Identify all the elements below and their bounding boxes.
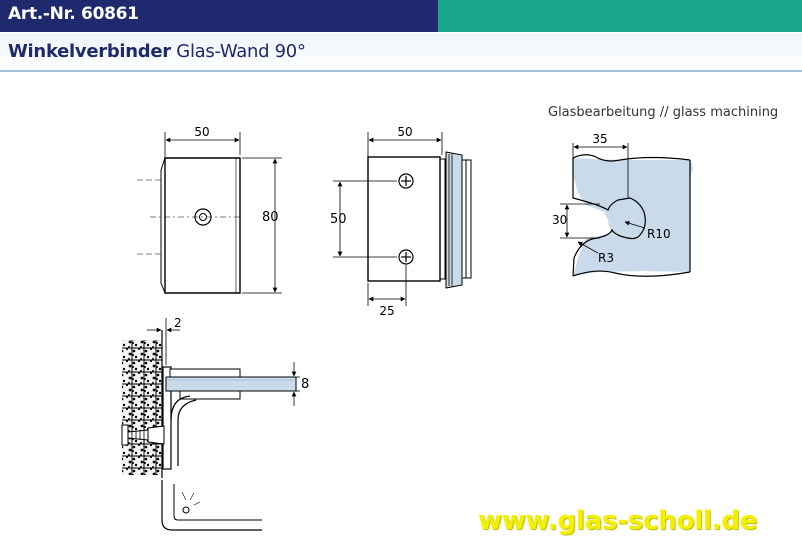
side-width-label: 50 [397, 125, 412, 139]
website-watermark[interactable]: www.glas-scholl.de [478, 506, 758, 536]
title-band [0, 33, 802, 71]
machining-depth-label: 35 [592, 132, 607, 146]
title-rule [0, 70, 802, 72]
header-teal-band [438, 0, 802, 32]
machining-label: Glasbearbeitung // glass machining [548, 105, 778, 120]
radius-small-label: R3 [598, 251, 614, 265]
header-navy-band [0, 0, 438, 32]
technical-drawing: 50 80 50 [121, 105, 778, 531]
section-view: 2 8 [121, 316, 309, 531]
machining-height-label: 30 [552, 213, 567, 227]
side-hole-spacing-label: 50 [330, 212, 347, 227]
article-number: Art.-Nr. 60861 [8, 4, 139, 24]
radius-large-label: R10 [647, 227, 671, 241]
product-title: Winkelverbinder Glas-Wand 90° [8, 41, 306, 62]
side-hole-offset-label: 25 [379, 304, 394, 318]
section-thickness-label: 8 [301, 377, 309, 392]
glass-machining-detail: Glasbearbeitung // glass machining 35 30… [548, 105, 778, 277]
header-bar: Art.-Nr. 60861 [0, 0, 802, 32]
side-view: 50 50 25 [330, 125, 472, 318]
front-height-label: 80 [262, 210, 279, 225]
section-gap-label: 2 [174, 316, 182, 330]
product-title-strong: Winkelverbinder [8, 41, 171, 62]
front-width-label: 50 [194, 125, 209, 139]
front-view: 50 80 [137, 125, 282, 294]
product-title-rest: Glas-Wand 90° [176, 41, 306, 62]
